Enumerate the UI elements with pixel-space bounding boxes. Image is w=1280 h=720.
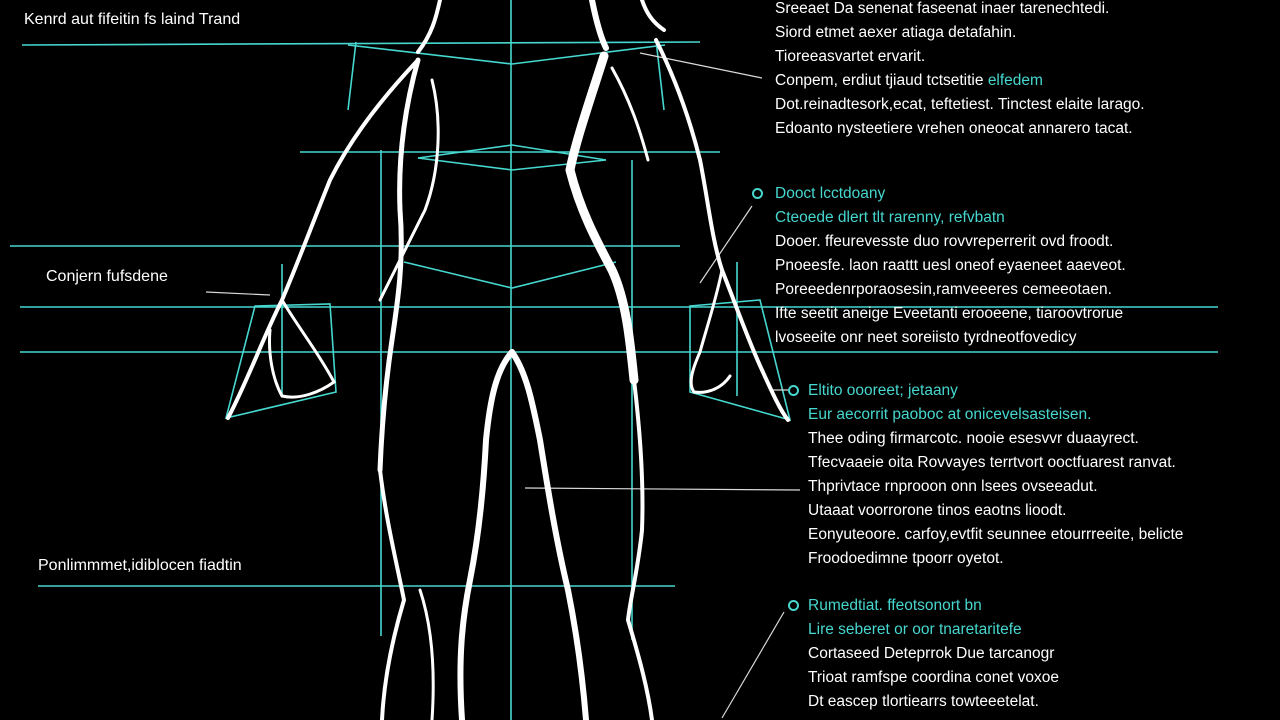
annotation-line: Cortaseed Deteprrok Due tarcanogr	[808, 645, 1055, 662]
annotation-line: Froodoedimne tpoorr oyetot.	[808, 550, 1004, 567]
bullet-marker	[752, 188, 763, 199]
annotation-line: Thee oding firmarcotc. nooie esesvvr dua…	[808, 430, 1139, 447]
annotation-line: Utaaat voorrorone tinos eaotns lioodt.	[808, 502, 1067, 519]
annotation-block-3: Eltito oooreet; jetaany Eur aecorrit pao…	[808, 379, 1183, 571]
annotation-heading: Rumedtiat. ffeotsonort bn	[808, 597, 982, 614]
body-contour-lines	[226, 0, 790, 720]
outer-leg-left	[378, 468, 407, 720]
annotation-heading: Eltito oooreet; jetaany	[808, 382, 958, 399]
annotation-line: Eonyuteoore. carfoy,evtfit seunnee etour…	[808, 526, 1184, 543]
annotation-line: Ifte seetit aneige Eveetanti erooeene, t…	[775, 305, 1124, 322]
label-top-left: Kenrd aut fifeitin fs laind Trand	[24, 11, 241, 28]
left-arm-outer	[226, 58, 420, 420]
inner-leg-right	[509, 349, 589, 720]
annotation-subheading: Eur aecorrit paoboc at onicevelsasteisen…	[808, 406, 1092, 423]
annotation-line: Tfecvaaeie oita Rovvayes terrtvort ooctf…	[808, 454, 1176, 471]
outer-leg-right	[625, 378, 654, 720]
annotation-line: Tioreeasvartet ervarit.	[775, 48, 926, 65]
annotation-line: Sreeaet Da senenat faseenat inaer tarene…	[775, 0, 1110, 17]
right-neck-line	[589, 0, 609, 51]
left-torso-side	[377, 57, 421, 473]
annotation-block-1: Sreeaet Da senenat faseenat inaer tarene…	[775, 0, 1145, 141]
annotation-line: Conpem, erdiut tjiaud tctsetitie elfedem	[775, 72, 1043, 89]
annotation-block-4: Rumedtiat. ffeotsonort bn Lire seberet o…	[808, 594, 1059, 714]
annotation-line: Dooer. ffeurevesste duo rovvreperrerit o…	[775, 233, 1114, 250]
guide-line-shoulders	[21, 41, 701, 46]
bullet-marker	[788, 600, 799, 611]
annotation-subheading: Lire seberet or oor tnaretaritefe	[808, 621, 1022, 638]
label-mid-left: Conjern fufsdene	[46, 268, 168, 285]
annotation-line: Poreeedenrporaosesin,ramveeeres cemeeota…	[775, 281, 1112, 298]
annotation-line: Pnoeesfe. laon raattt uesl oneof eyaenee…	[775, 257, 1126, 274]
annotation-heading: Dooct lcctdoany	[775, 185, 886, 202]
annotation-block-2: Dooct lcctdoany Cteoede dlert tlt rarenn…	[775, 182, 1126, 350]
annotation-line: Dot.reinadtesork,ecat, teftetiest. Tinct…	[775, 96, 1145, 113]
leader-lines	[205, 52, 801, 719]
annotation-accent-word: elfedem	[987, 72, 1043, 89]
left-hand	[268, 298, 336, 399]
annotation-line: Trioat ramfspe coordina conet voxoe	[808, 669, 1059, 686]
annotation-line: Thprivtace rnprooon onn lsees ovseeadut.	[808, 478, 1098, 495]
torso-construction	[347, 44, 666, 65]
right-hand	[689, 268, 732, 394]
right-torso-side	[565, 51, 639, 385]
annotation-subheading: Cteoede dlert tlt rarenny, refvbatn	[775, 209, 1005, 226]
proportion-guides	[10, 0, 1218, 720]
annotation-line: Edoanto nysteetiere vrehen oneocat annar…	[775, 120, 1133, 137]
annotation-line: Siord etmet aexer atiaga detafahin.	[775, 24, 1017, 41]
left-arm-inner	[378, 78, 440, 302]
annotation-line: Dt eascep tlortiearrs towteeetelat.	[808, 693, 1039, 710]
label-bottom-left: Ponlimmmet,idiblocen fiadtin	[38, 557, 242, 574]
left-neck-line	[416, 0, 442, 54]
bullet-marker	[788, 385, 799, 396]
left-hand-box	[224, 303, 337, 420]
annotation-line: lvoseeite onr neet soreiisto tyrdneotfov…	[775, 329, 1077, 346]
inner-leg-left	[457, 349, 515, 720]
right-arm-outer	[654, 38, 790, 422]
